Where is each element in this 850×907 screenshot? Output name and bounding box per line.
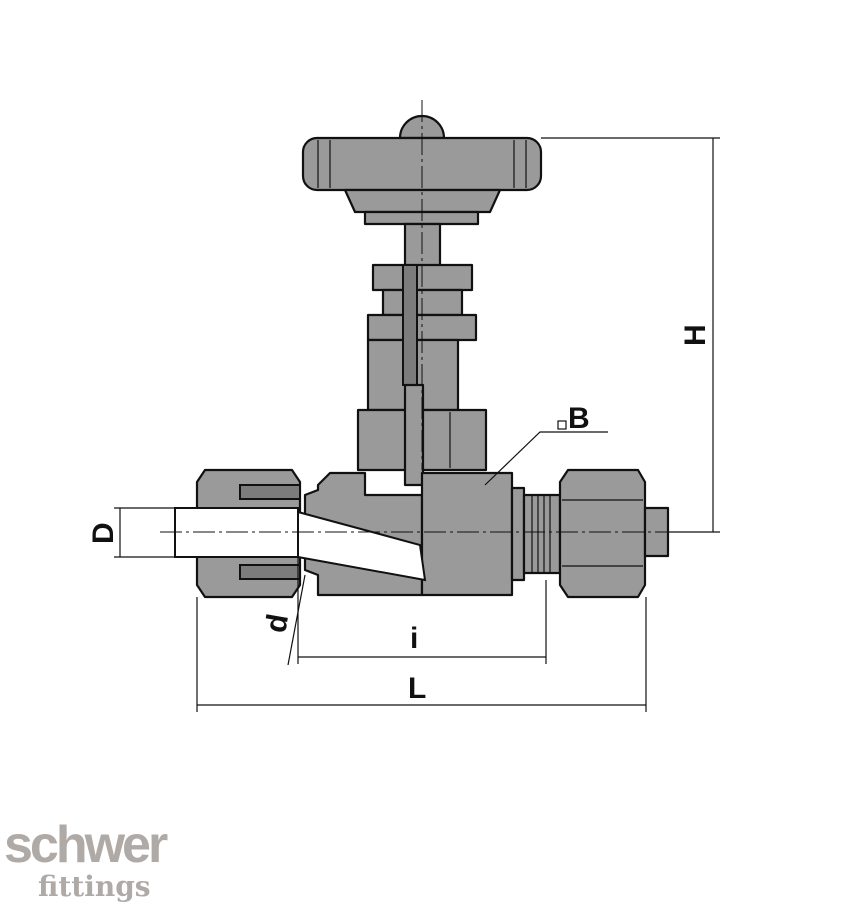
thread-lines: [531, 495, 551, 573]
logo-line1: schwer: [4, 816, 168, 874]
schwer-logo: schwer fittings: [4, 816, 171, 903]
dimension-B-leader: [484, 420, 608, 486]
label-B: B: [568, 402, 590, 435]
label-d: d: [259, 611, 295, 635]
label-i: i: [410, 622, 418, 655]
square-icon: [557, 420, 567, 430]
dimension-D: [114, 507, 175, 558]
dimension-i: [297, 557, 547, 664]
logo-line2: fittings: [38, 870, 151, 903]
label-L: L: [408, 672, 426, 705]
stem-bonnet: [356, 222, 488, 487]
label-H: H: [679, 324, 712, 346]
dimension-d: [287, 574, 306, 666]
dimension-H: [541, 137, 720, 533]
dimension-L: [196, 597, 647, 712]
valve-body: [174, 468, 670, 599]
label-D: D: [87, 522, 120, 544]
